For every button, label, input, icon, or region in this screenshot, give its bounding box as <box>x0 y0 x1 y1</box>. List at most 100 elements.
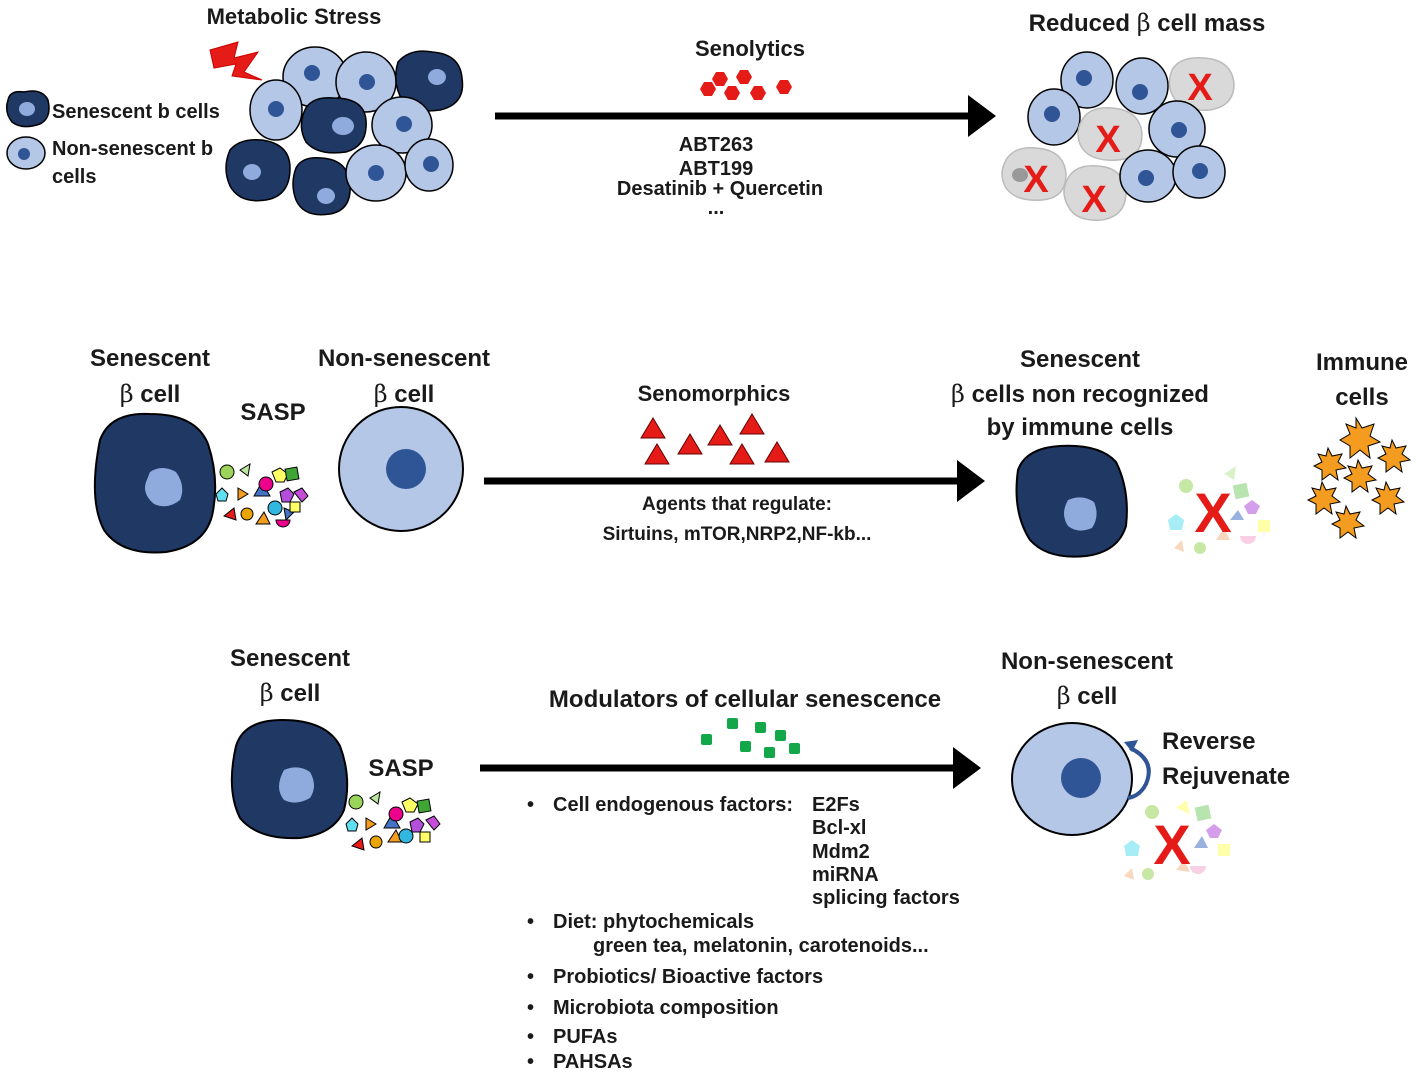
senomorphic-triangle <box>640 417 666 439</box>
outcome-non-senescent-label: Non-senescent <box>1001 648 1173 675</box>
senolytic-hexagons <box>700 70 792 100</box>
agents-that-regulate-label: Agents that regulate: <box>642 494 832 515</box>
dead-cell <box>1168 57 1235 111</box>
row2-senomorphics: Senescent β cell SASP Non-senescent <box>90 345 1412 558</box>
immune-cells-label: cells <box>1335 384 1388 411</box>
senescent-beta-cell-label-row3: β cell <box>260 679 321 707</box>
x-mark-icon: X <box>1187 67 1213 109</box>
x-mark-icon: X <box>1153 813 1190 876</box>
immune-cell-icon <box>1306 480 1342 516</box>
drug-abt263: ABT263 <box>679 134 753 156</box>
non-senescent-beta-cell-label: β cell <box>374 380 435 408</box>
senomorphic-triangle <box>644 443 670 465</box>
row1-senolytics: Metabolic Stress Senescent b cells Non-s… <box>5 4 1266 221</box>
immune-label: Immune <box>1316 349 1408 376</box>
dead-cell <box>1063 165 1127 221</box>
sasp-particles <box>215 463 309 528</box>
immune-cell-icon <box>1339 416 1382 460</box>
immune-cells <box>1306 416 1412 540</box>
outcome-beta-cell-label: β cell <box>1057 682 1118 710</box>
lightning-bolt-icon <box>209 41 263 81</box>
bullet: • <box>527 966 534 988</box>
x-mark-icon: X <box>1194 481 1231 544</box>
sasp-label: SASP <box>240 399 305 426</box>
list-item: Microbiota composition <box>553 997 779 1019</box>
immune-cell-icon <box>1312 446 1348 482</box>
senomorphic-triangle <box>739 413 765 435</box>
rejuvenate-label: Rejuvenate <box>1162 763 1290 790</box>
endogenous-factor: splicing factors <box>812 887 960 909</box>
endogenous-factor: E2Fs <box>812 794 860 816</box>
immune-cell-icon <box>1376 438 1412 474</box>
senomorphic-triangle <box>707 424 733 446</box>
legend-senescent: Senescent b cells <box>5 90 220 128</box>
modulator-list: • Cell endogenous factors: E2Fs Bcl-xl M… <box>527 794 960 1073</box>
senomorphic-triangle <box>677 433 703 455</box>
immune-cell-icon <box>1342 458 1378 494</box>
modulators-title: Modulators of cellular senescence <box>549 686 941 713</box>
senomorphic-triangle <box>729 443 755 465</box>
x-mark-icon: X <box>1023 159 1049 201</box>
drug-abt199: ABT199 <box>679 158 753 180</box>
modulator-square <box>789 743 800 754</box>
bullet: • <box>527 911 534 933</box>
endogenous-label: Cell endogenous factors: <box>553 794 793 816</box>
diet-label: Diet: phytochemicals <box>553 911 754 933</box>
legend-non-senescent-label-2: cells <box>52 166 96 188</box>
immune-cell-icon <box>1330 504 1366 540</box>
list-item: PUFAs <box>553 1026 617 1048</box>
reverse-arrow-icon <box>1127 746 1151 800</box>
reduced-cell-cluster: X X X X <box>1001 51 1235 221</box>
legend-non-senescent: Non-senescent b cells <box>6 136 213 188</box>
bullet: • <box>527 1051 534 1073</box>
outcome-non-recognized-label: β cells non recognized <box>951 380 1209 408</box>
dead-cell <box>1001 147 1067 201</box>
agents-list: Sirtuins, mTOR,NRP2,NF-kb... <box>603 524 872 545</box>
list-item: Probiotics/ Bioactive factors <box>553 966 823 988</box>
sasp-label-row3: SASP <box>368 755 433 782</box>
x-mark-icon: X <box>1095 119 1121 161</box>
reduced-beta-cell-mass-label: Reduced β cell mass <box>1029 9 1266 37</box>
modulator-square <box>701 734 712 745</box>
senescent-beta-cell-label: β cell <box>120 380 181 408</box>
cell-cluster-mixed <box>225 46 464 216</box>
endogenous-factor: Bcl-xl <box>812 817 866 839</box>
outcome-senescent-label: Senescent <box>1020 346 1140 373</box>
senolytics-title: Senolytics <box>695 36 805 61</box>
modulator-square <box>755 722 766 733</box>
modulator-square <box>727 718 738 729</box>
senescent-label-row3: Senescent <box>230 645 350 672</box>
bullet: • <box>527 1026 534 1048</box>
reverse-label: Reverse <box>1162 728 1255 755</box>
row3-modulators: Senescent β cell SASP Modulators of cell… <box>230 645 1290 1073</box>
legend-non-senescent-label-1: Non-senescent b <box>52 138 213 160</box>
faded-sasp-particles-row3 <box>1124 800 1230 880</box>
senolytic-hexagon <box>776 80 792 94</box>
senomorphics-title: Senomorphics <box>638 381 791 406</box>
modulator-square <box>740 741 751 752</box>
legend-senescent-label: Senescent b cells <box>52 101 220 123</box>
non-senescent-label: Non-senescent <box>318 345 490 372</box>
senolytic-hexagon <box>712 72 728 86</box>
modulator-squares <box>701 718 800 758</box>
senolytic-hexagon <box>750 86 766 100</box>
list-item: PAHSAs <box>553 1051 633 1073</box>
senomorphic-triangle <box>764 441 790 463</box>
drug-desatinib-quercetin: Desatinib + Quercetin <box>617 178 823 200</box>
senolytic-hexagon <box>736 70 752 84</box>
faded-sasp-particles <box>1168 466 1270 554</box>
modulator-square <box>764 747 775 758</box>
outcome-by-immune-cells-label: by immune cells <box>987 414 1174 441</box>
endogenous-factor: Mdm2 <box>812 841 870 863</box>
senolytic-hexagon <box>724 86 740 100</box>
x-mark-icon: X <box>1081 179 1107 221</box>
modulator-square <box>775 730 786 741</box>
senescent-label: Senescent <box>90 345 210 372</box>
bullet: • <box>527 794 534 816</box>
senolytic-hexagon <box>700 82 716 96</box>
metabolic-stress-label: Metabolic Stress <box>207 4 382 29</box>
endogenous-factor: miRNA <box>812 864 879 886</box>
sasp-particles-row3 <box>345 791 441 851</box>
bullet: • <box>527 997 534 1019</box>
immune-cell-icon <box>1370 480 1406 516</box>
